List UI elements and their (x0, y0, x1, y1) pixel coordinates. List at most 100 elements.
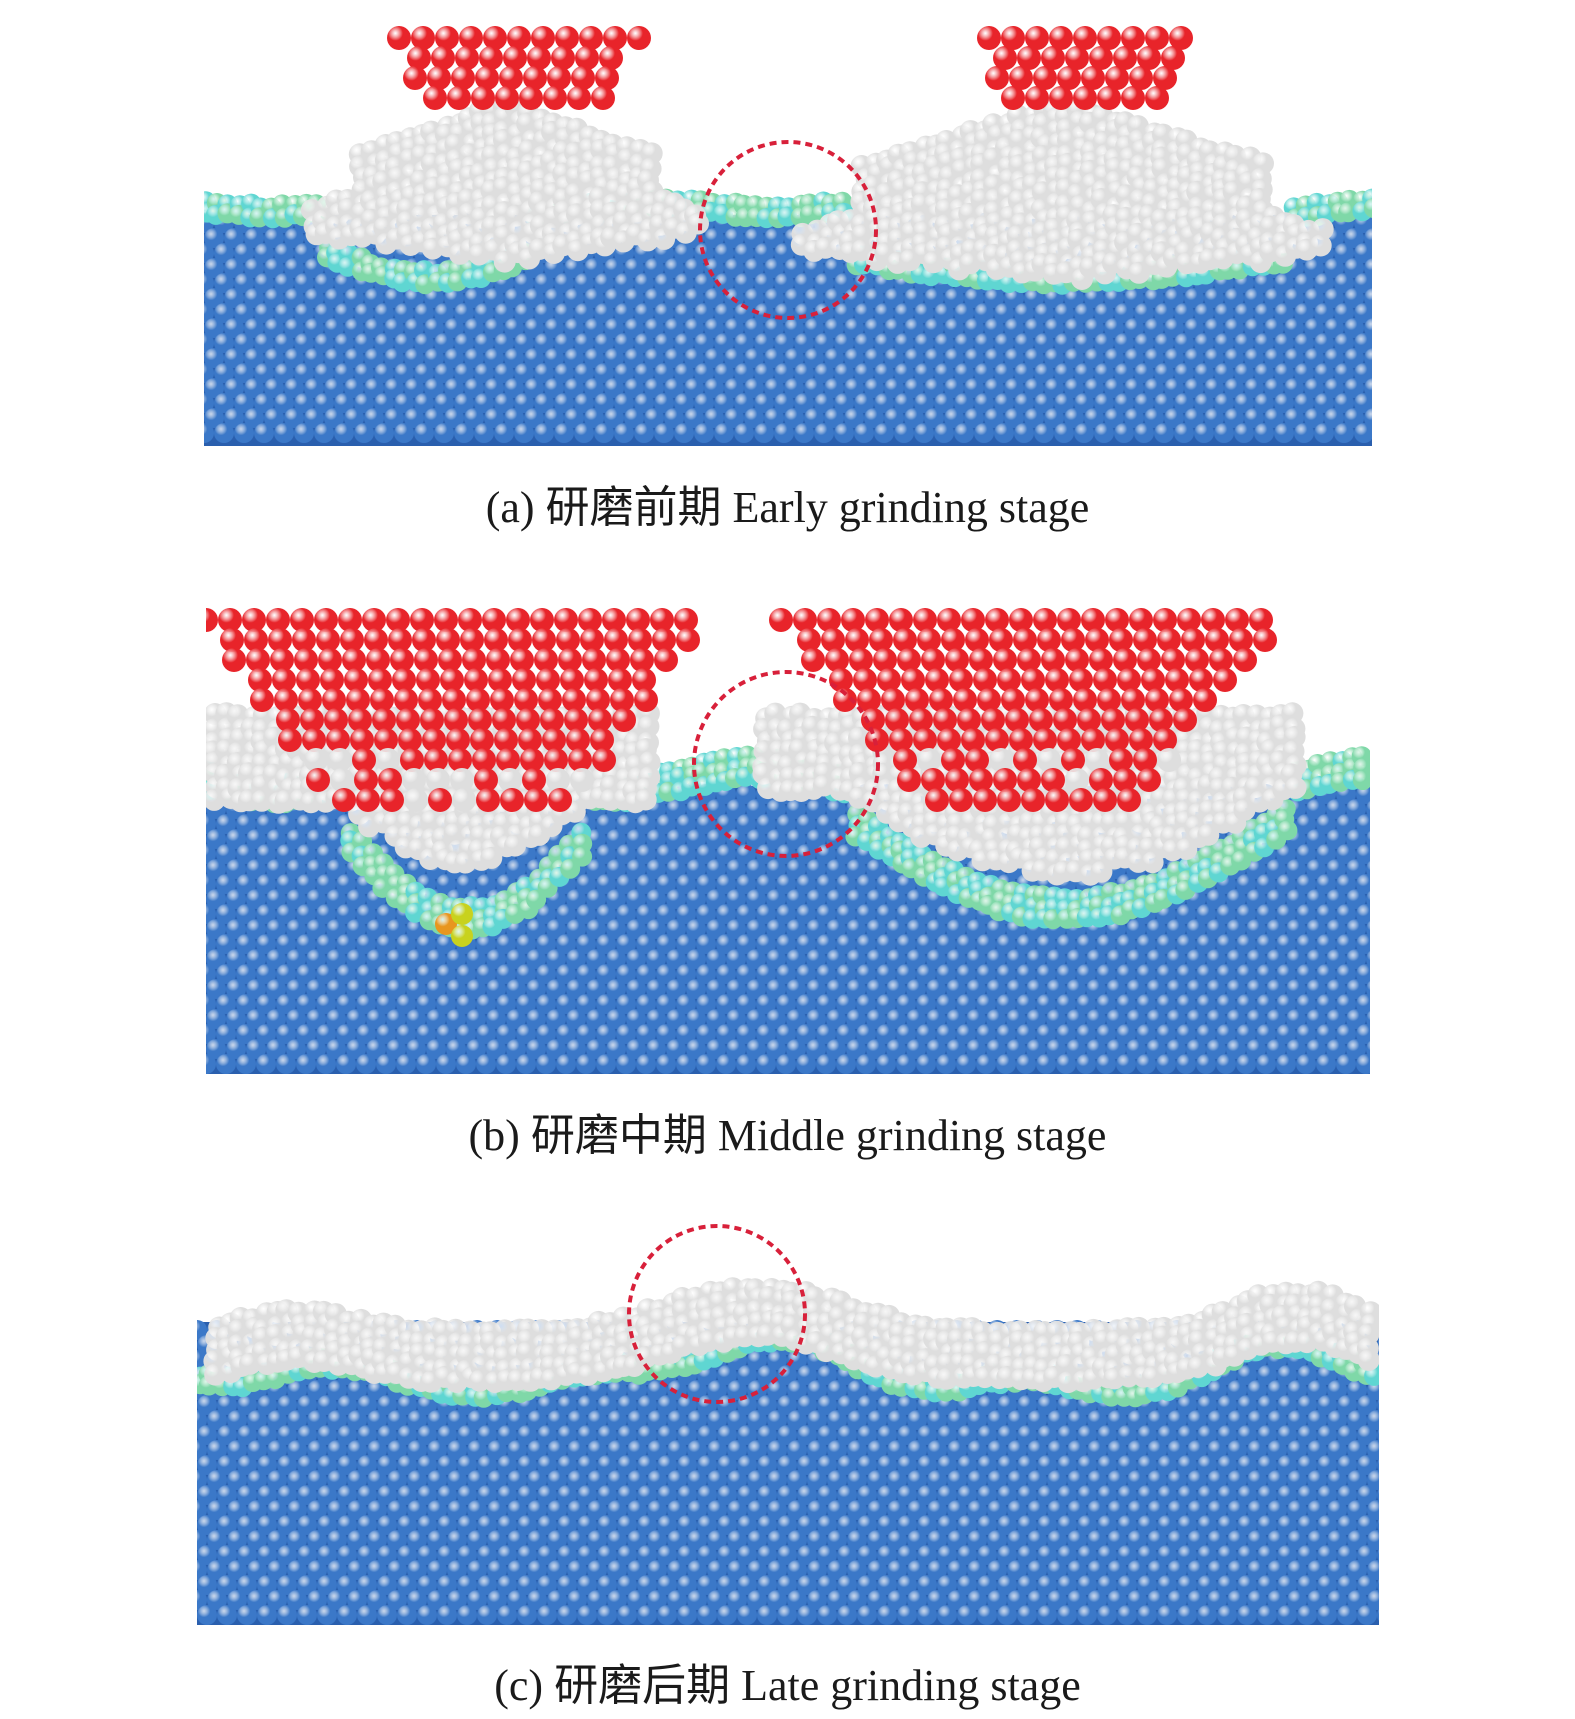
substrate-atom (854, 423, 874, 443)
highlight-circle-b (692, 670, 880, 858)
substrate-atom (1354, 363, 1372, 383)
abrasive-atom-right (1105, 728, 1129, 752)
abrasive-atom-left (592, 748, 616, 772)
substrate-atom (984, 288, 1004, 308)
substrate-atom (1177, 1425, 1197, 1445)
abrasive-atom-right (977, 26, 1001, 50)
substrate-atom (1144, 318, 1164, 338)
substrate-atom (334, 333, 354, 353)
substrate-atom (374, 303, 394, 323)
substrate-atom (456, 1054, 476, 1074)
substrate-atom (656, 904, 676, 924)
substrate-atom (696, 904, 716, 924)
substrate-atom (1234, 393, 1254, 413)
abrasive-atom-left (551, 46, 575, 70)
substrate-atom (854, 363, 874, 383)
abrasive-atom-right (1069, 668, 1093, 692)
abrasive-atom-left (450, 768, 474, 792)
substrate-atom (716, 904, 736, 924)
abrasive-atom-left (654, 648, 678, 672)
substrate-atom (636, 874, 656, 894)
substrate-atom (924, 378, 944, 398)
substrate-atom (1196, 994, 1216, 1014)
substrate-atom (554, 393, 574, 413)
substrate-atom (854, 393, 874, 413)
substrate-atom (297, 1425, 317, 1445)
substrate-atom (1244, 318, 1264, 338)
substrate-atom (534, 303, 554, 323)
substrate-atom (396, 964, 416, 984)
substrate-atom (1146, 1009, 1166, 1029)
substrate-atom (767, 1380, 787, 1400)
substrate-atom (1254, 273, 1274, 293)
abrasive-atom-right (1133, 628, 1157, 652)
substrate-atom (736, 814, 756, 834)
substrate-atom (924, 318, 944, 338)
substrate-atom (804, 318, 824, 338)
substrate-atom (706, 919, 726, 939)
substrate-atom (836, 934, 856, 954)
abrasive-atom-right (997, 788, 1021, 812)
substrate-atom (506, 949, 526, 969)
abrasive-atom-left (427, 66, 451, 90)
substrate-atom (856, 904, 876, 924)
substrate-atom (276, 934, 296, 954)
substrate-atom (684, 378, 704, 398)
substrate-atom (764, 288, 784, 308)
substrate-atom (714, 273, 734, 293)
substrate-atom (517, 1425, 537, 1445)
substrate-atom (974, 333, 994, 353)
substrate-atom (1046, 1039, 1066, 1059)
substrate-atom (326, 1009, 346, 1029)
substrate-atom (784, 408, 804, 428)
substrate-atom (737, 1365, 757, 1385)
substrate-atom (204, 228, 224, 248)
substrate-atom (526, 979, 546, 999)
substrate-atom (776, 994, 796, 1014)
substrate-atom (1014, 303, 1034, 323)
abrasive-atom-left (630, 648, 654, 672)
substrate-atom (306, 829, 326, 849)
substrate-atom (1034, 393, 1054, 413)
abrasive-atom-right (1045, 788, 1069, 812)
substrate-atom (604, 378, 624, 398)
substrate-atom (1314, 423, 1334, 443)
substrate-atom (334, 273, 354, 293)
substrate-atom (794, 393, 814, 413)
abrasive-atom-left (466, 688, 490, 712)
abrasive-atom-left (423, 86, 447, 110)
abrasive-atom-right (897, 768, 921, 792)
substrate-atom (374, 363, 394, 383)
substrate-atom (314, 303, 334, 323)
substrate-atom (446, 949, 466, 969)
abrasive-atom-right (1057, 608, 1081, 632)
substrate-atom (1004, 378, 1024, 398)
substrate-atom (296, 874, 316, 894)
abrasive-atom-left (608, 668, 632, 692)
substrate-atom (1366, 981, 1370, 997)
substrate-atom (1236, 1054, 1256, 1074)
substrate-atom (1344, 288, 1364, 308)
substrate-atom (857, 1425, 877, 1445)
substrate-atom (236, 874, 256, 894)
substrate-atom (707, 1440, 727, 1460)
abrasive-atom-left (532, 628, 556, 652)
substrate-atom (726, 799, 746, 819)
substrate-atom (644, 318, 664, 338)
substrate-atom (914, 393, 934, 413)
substrate-atom (296, 1024, 316, 1044)
substrate-atom (654, 273, 674, 293)
panel-a-simulation (204, 10, 1372, 446)
substrate-atom (886, 889, 906, 909)
substrate-atom (806, 979, 826, 999)
substrate-atom (966, 979, 986, 999)
substrate-atom (744, 288, 764, 308)
substrate-atom (766, 1009, 786, 1029)
substrate-atom (364, 378, 384, 398)
substrate-atom (496, 934, 516, 954)
substrate-atom (1116, 1024, 1136, 1044)
substrate-atom (1036, 964, 1056, 984)
substrate-atom (1304, 348, 1324, 368)
substrate-atom (1064, 378, 1084, 398)
substrate-atom (824, 378, 844, 398)
